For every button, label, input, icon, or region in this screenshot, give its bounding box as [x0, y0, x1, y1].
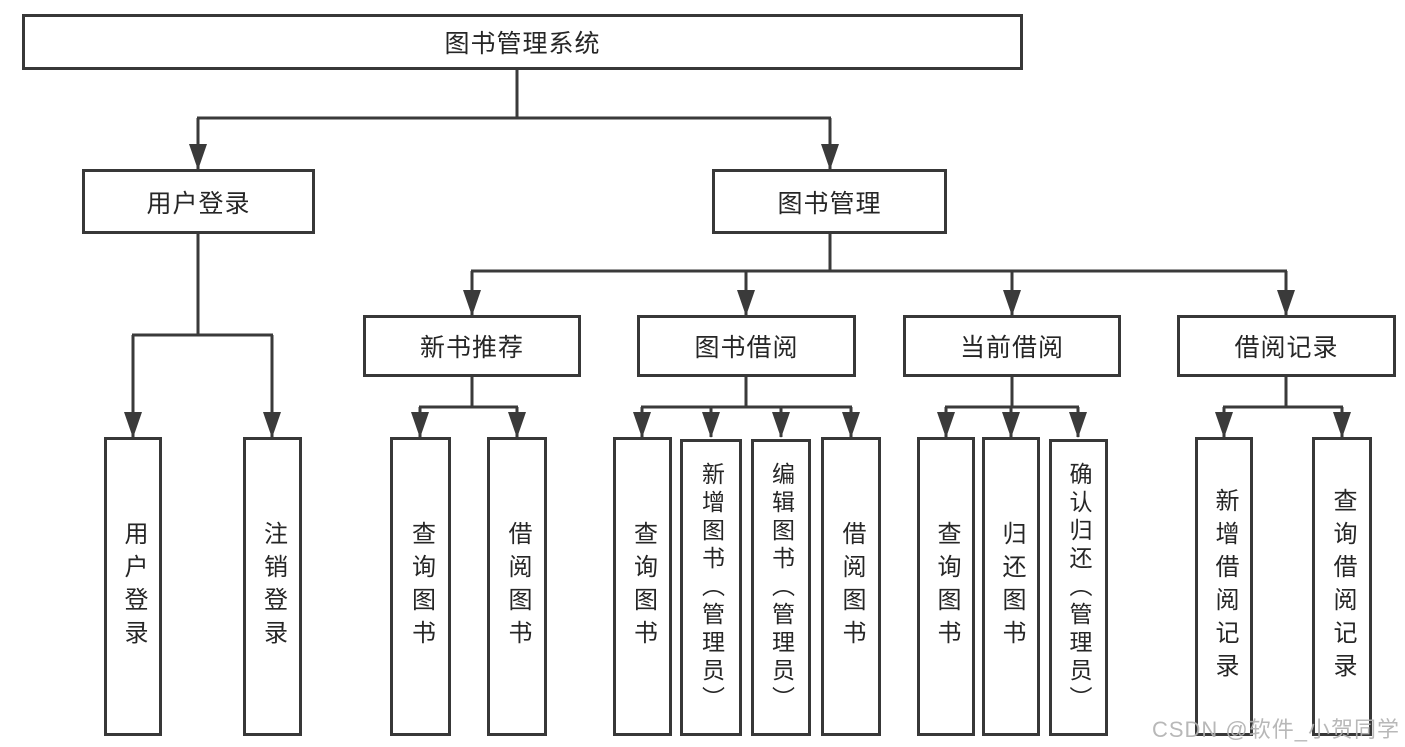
leaf-borrow-books-newrec-box: 借阅图书 — [487, 437, 547, 736]
leaf-query-books-newrec-label: 查询图书 — [407, 520, 435, 653]
leaf-edit-books-admin-label: 编辑图书（管理员） — [768, 461, 795, 714]
leaf-query-borrow-record-box: 查询借阅记录 — [1312, 437, 1372, 736]
user-login-label: 用户登录 — [146, 189, 251, 218]
user-login-box: 用户登录 — [82, 169, 315, 234]
borrow-records-label: 借阅记录 — [1234, 334, 1339, 362]
leaf-add-books-admin-box: 新增图书（管理员） — [680, 439, 742, 736]
leaf-borrow-books-borrow-box: 借阅图书 — [821, 437, 881, 736]
leaf-return-books-box: 归还图书 — [982, 437, 1040, 736]
leaf-query-books-newrec-box: 查询图书 — [390, 437, 451, 736]
leaf-edit-books-admin-box: 编辑图书（管理员） — [751, 439, 811, 736]
leaf-logout-box: 注销登录 — [243, 437, 302, 736]
current-borrow-box: 当前借阅 — [903, 315, 1121, 377]
root-box-book-management-system: 图书管理系统 — [22, 14, 1023, 70]
leaf-confirm-return-admin-label: 确认归还（管理员） — [1066, 461, 1092, 714]
root-label: 图书管理系统 — [444, 30, 601, 58]
leaf-query-books-borrow-label: 查询图书 — [629, 520, 657, 653]
csdn-watermark: CSDN @软件_小贺同学 — [1151, 717, 1400, 742]
leaf-add-borrow-record-box: 新增借阅记录 — [1195, 437, 1253, 736]
current-borrow-label: 当前借阅 — [959, 334, 1064, 362]
leaf-query-borrow-record-label: 查询借阅记录 — [1329, 487, 1356, 686]
new-book-recommend-box: 新书推荐 — [363, 315, 581, 377]
book-management-label: 图书管理 — [777, 189, 882, 218]
leaf-add-books-admin-label: 新增图书（管理员） — [698, 461, 725, 714]
leaf-query-books-current-box: 查询图书 — [917, 437, 975, 736]
book-management-box: 图书管理 — [712, 169, 947, 234]
leaf-user-login-label: 用户登录 — [120, 520, 147, 653]
borrow-records-box: 借阅记录 — [1177, 315, 1396, 377]
leaf-query-books-current-label: 查询图书 — [933, 520, 960, 653]
leaf-borrow-books-borrow-label: 借阅图书 — [838, 520, 865, 653]
leaf-borrow-books-newrec-label: 借阅图书 — [504, 520, 531, 653]
book-borrow-label: 图书借阅 — [694, 334, 799, 362]
leaf-user-login-box: 用户登录 — [104, 437, 162, 736]
book-borrow-box: 图书借阅 — [637, 315, 856, 377]
new-book-recommend-label: 新书推荐 — [419, 334, 524, 362]
leaf-query-books-borrow-box: 查询图书 — [613, 437, 672, 736]
leaf-logout-label: 注销登录 — [259, 520, 287, 653]
leaf-add-borrow-record-label: 新增借阅记录 — [1211, 487, 1238, 686]
leaf-return-books-label: 归还图书 — [998, 520, 1025, 653]
leaf-confirm-return-admin-box: 确认归还（管理员） — [1049, 439, 1108, 736]
